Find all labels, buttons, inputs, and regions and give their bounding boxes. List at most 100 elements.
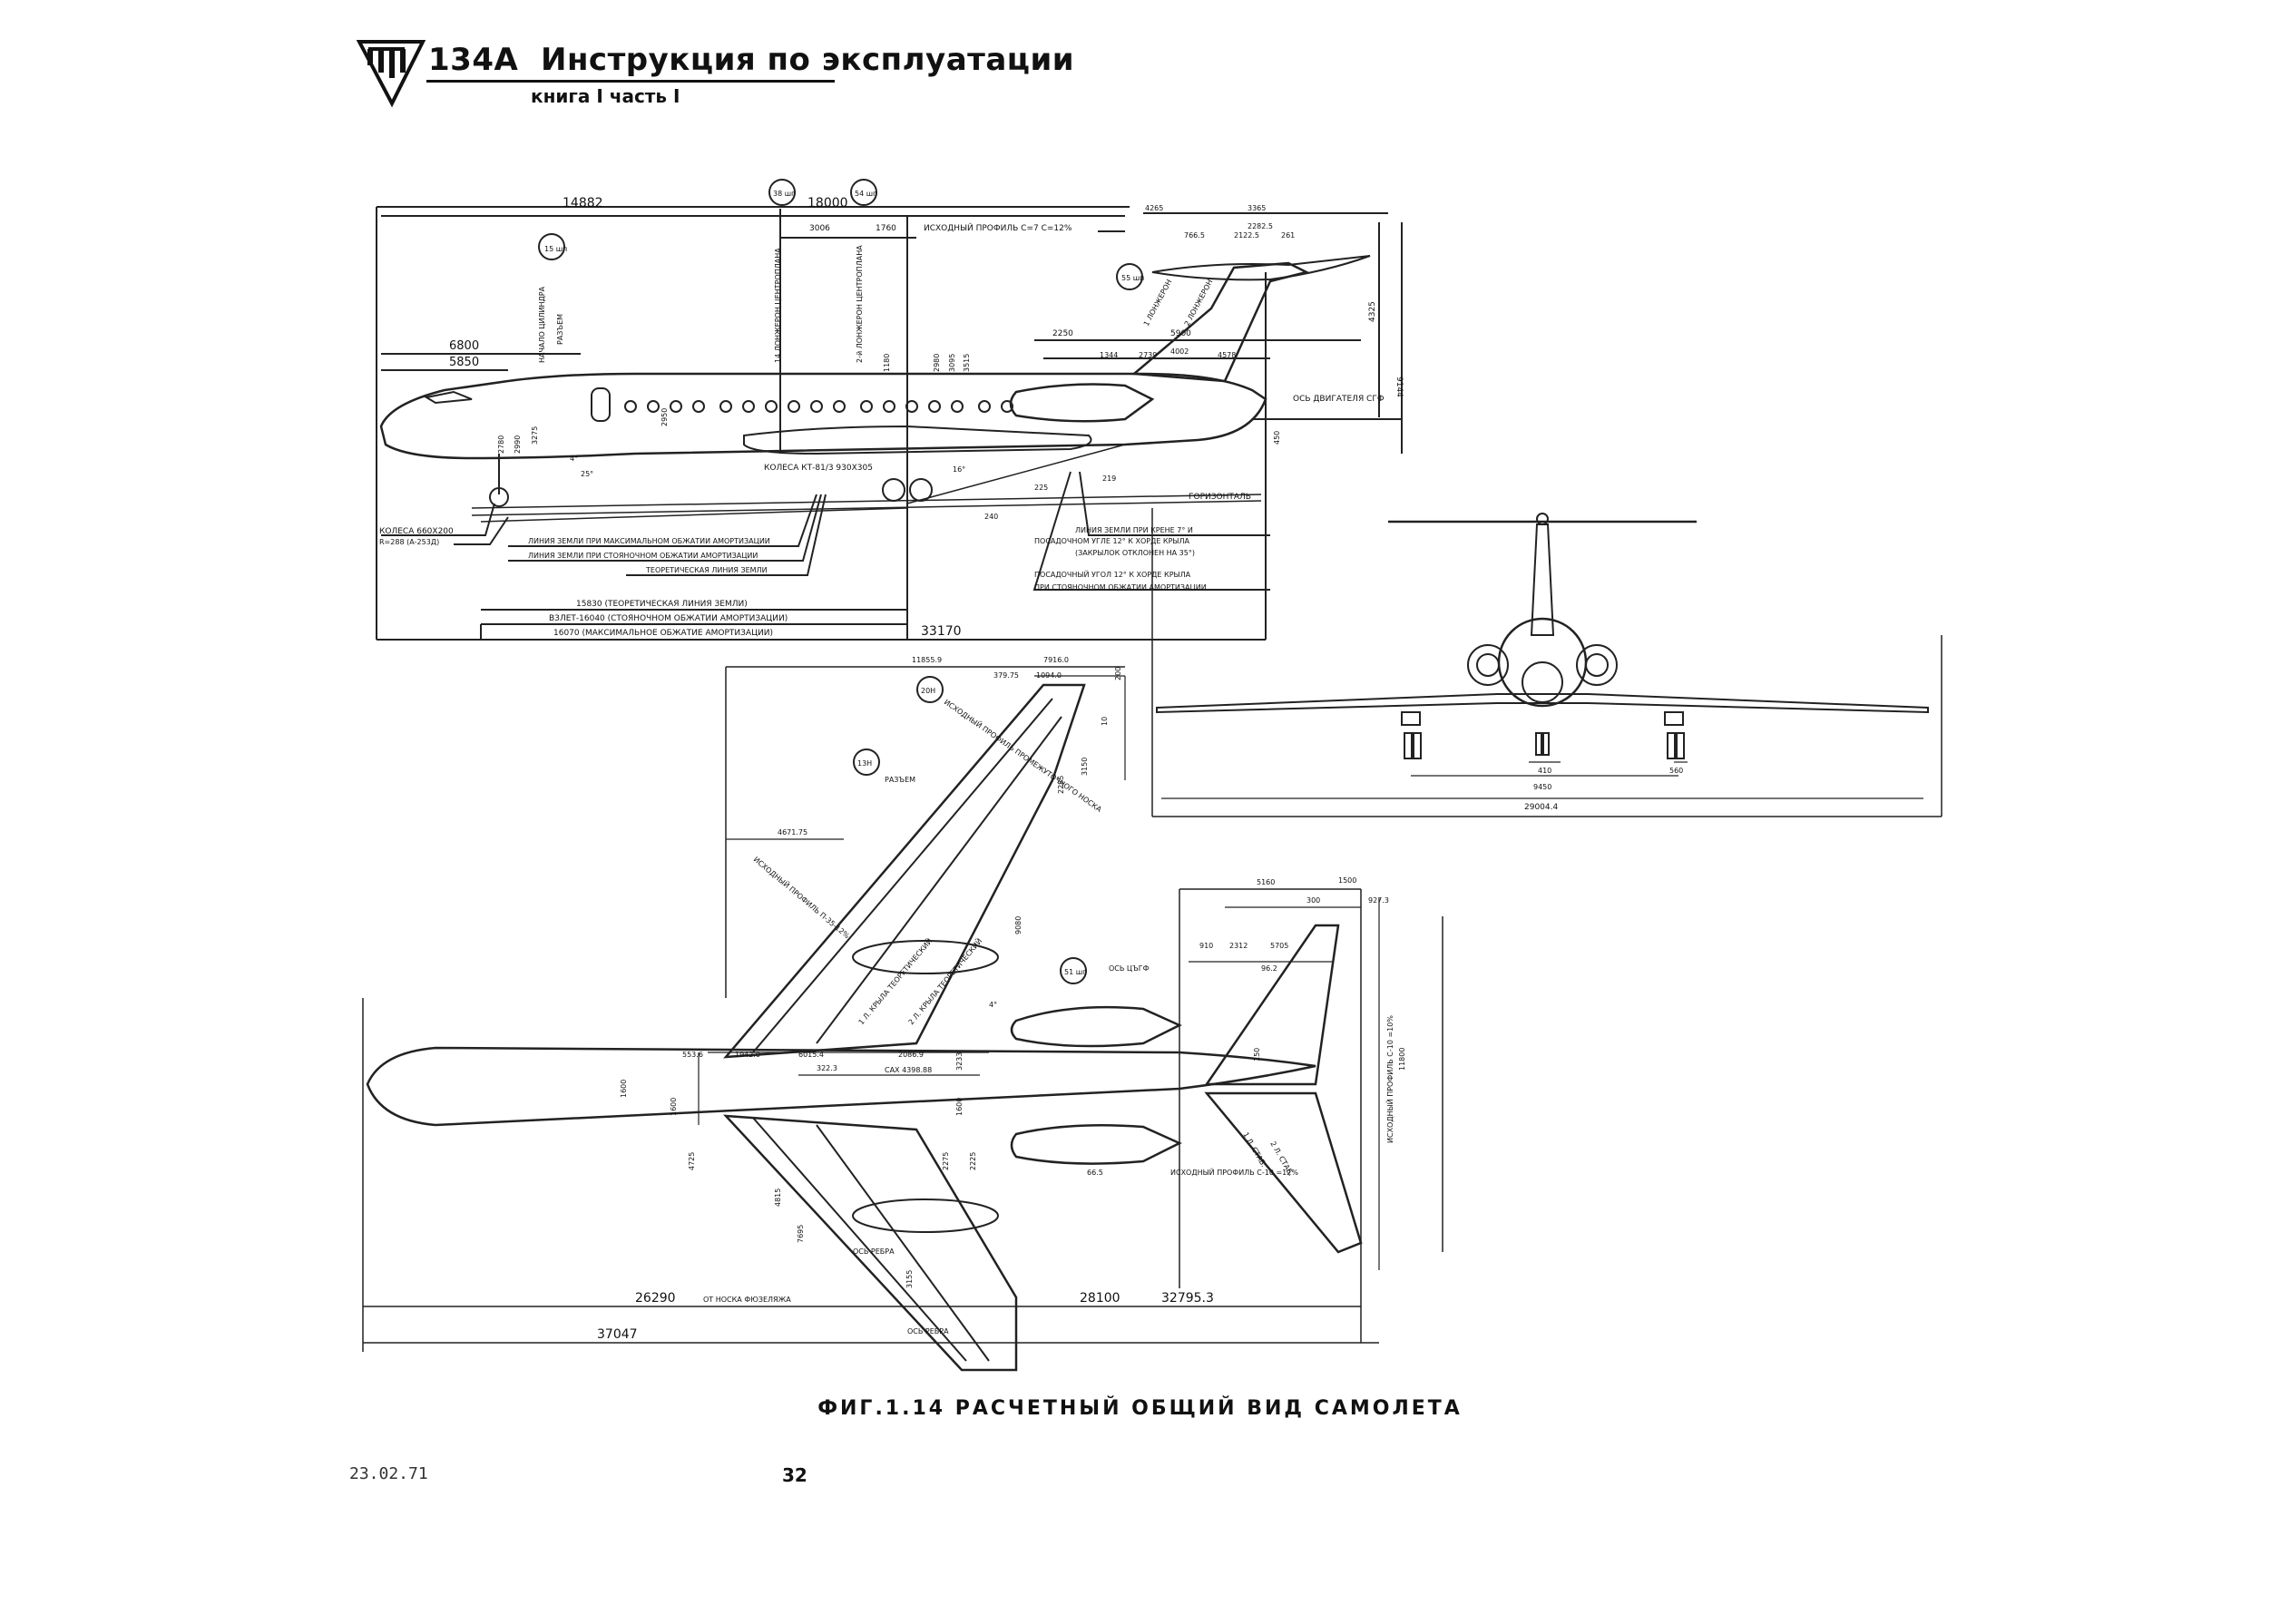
dim-3365: 3365 (1248, 204, 1266, 212)
dim-225: 225 (1034, 484, 1048, 492)
dim-2122: 2122.5 (1234, 231, 1259, 240)
dim-6015: 6015.4 (798, 1051, 824, 1059)
ground-max-label: ЛИНИЯ ЗЕМЛИ ПРИ МАКСИМАЛЬНОМ ОБЖАТИИ АМО… (528, 537, 770, 545)
frame-38-label: 38 шп (773, 190, 796, 198)
dim-3515: 3515 (963, 354, 971, 372)
dim-1600-c: 1600 (955, 1098, 964, 1116)
stab-spar-1-label: 1 Л. СТАБ. (1241, 1131, 1267, 1169)
from-nose-label: ОТ НОСКА ФЮЗЕЛЯЖА (703, 1296, 791, 1304)
frame-54-label: 54 шп (855, 190, 877, 198)
dim-2312: 2312 (1229, 942, 1248, 950)
joint-label: РАЗЪЕМ (556, 314, 564, 345)
park-amort-label: ПРИ СТОЯНОЧНОМ ОБЖАТИИ АМОРТИЗАЦИИ (1034, 583, 1207, 592)
dim-37047: 37047 (597, 1327, 638, 1342)
dim-5900: 5900 (1170, 329, 1191, 338)
frame-15-label: 15 шп (544, 245, 567, 253)
front-view (1151, 508, 1942, 817)
dim-1344: 1344 (1100, 351, 1118, 359)
dim-2282: 2282.5 (1248, 222, 1273, 230)
dim-6800: 6800 (449, 339, 479, 353)
model-number: 134A (428, 42, 519, 78)
dim-322: 322.3 (817, 1064, 837, 1072)
dim-7916: 7916.0 (1043, 656, 1069, 664)
horizontal-label: ГОРИЗОНТАЛЬ (1189, 493, 1251, 502)
dim-1942: 1942.0 (735, 1051, 760, 1059)
dim-4002: 4002 (1170, 347, 1189, 356)
front-view-labels: 410 560 9450 29004.4 (1524, 767, 1683, 812)
header-rule (426, 80, 835, 83)
dim-26290: 26290 (635, 1291, 676, 1306)
dim-4671: 4671.75 (778, 828, 807, 836)
dim-4578: 4578 (1218, 351, 1236, 359)
cylinder-start-label: НАЧАЛО ЦИЛИНДРА (538, 286, 546, 363)
dim-2950: 2950 (661, 408, 669, 426)
page-number: 32 (782, 1464, 807, 1486)
dim-span: 29004.4 (1524, 803, 1558, 812)
dim-2739: 2739 (1139, 351, 1157, 359)
ground-park-label: ЛИНИЯ ЗЕМЛИ ПРИ СТОЯНОЧНОМ ОБЖАТИИ АМОРТ… (528, 552, 758, 560)
ground-theor-label: ТЕОРЕТИЧЕСКАЯ ЛИНИЯ ЗЕМЛИ (645, 566, 768, 574)
dim-410: 410 (1538, 767, 1551, 775)
dim-1760: 1760 (876, 224, 896, 233)
dim-18000: 18000 (807, 196, 848, 210)
dim-4325: 4325 (1368, 301, 1377, 322)
dim-553: 553.6 (682, 1051, 703, 1059)
dim-16070: 16070 (МАКСИМАЛЬНОЕ ОБЖАТИЕ АМОРТИЗАЦИИ) (553, 629, 773, 638)
dim-927: 927.3 (1368, 896, 1389, 905)
dim-5160: 5160 (1257, 878, 1275, 886)
dim-261: 261 (1281, 231, 1295, 240)
dim-150: 150 (1253, 1048, 1261, 1061)
dim-3006: 3006 (809, 224, 830, 233)
dim-3275: 3275 (531, 426, 539, 445)
dim-28100: 28100 (1080, 1291, 1120, 1306)
dim-2285: 2285 (1057, 776, 1065, 794)
dim-2990: 2990 (514, 435, 522, 454)
dim-2086: 2086.9 (898, 1051, 924, 1059)
dim-9080: 9080 (1014, 916, 1023, 934)
dim-4725: 4725 (688, 1152, 696, 1170)
dim-1600-a: 1600 (620, 1080, 628, 1098)
spar-24-label: 2-й ЛОНЖЕРОН ЦЕНТРОПЛАНА (856, 245, 864, 363)
dim-2275: 2275 (942, 1152, 950, 1170)
side-view-labels: 14882 18000 3006 1760 6800 5850 33170 15… (379, 190, 1404, 639)
profile-root-label: ИСХОДНЫЙ ПРОФИЛЬ П-35-12% (752, 854, 853, 940)
side-view (376, 206, 1403, 641)
angle-25-label: 25° (581, 470, 593, 478)
flaps-label: (ЗАКРЫЛОК ОТКЛОНЕН НА 35°) (1075, 549, 1195, 557)
issue-date: 23.02.71 (349, 1464, 428, 1483)
tupolev-logo (356, 40, 426, 108)
spar-14-label: 14 ЛОНЖЕРОН ЦЕНТРОПЛАНА (774, 248, 782, 363)
dim-560: 560 (1669, 767, 1683, 775)
dim-15830: 15830 (ТЕОРЕТИЧЕСКАЯ ЛИНИЯ ЗЕМЛИ) (576, 600, 748, 609)
frame-20-label: 20Н (921, 687, 935, 695)
dim-14882: 14882 (563, 196, 603, 210)
mac-label: САХ 4398.88 (885, 1066, 932, 1074)
dim-2780: 2780 (497, 435, 505, 454)
profile-mid-label: ИСХОДНЫЙ ПРОФИЛЬ ПРОМЕЖУТОЧНОГО НОСКА (943, 697, 1104, 815)
main-wheels-label: КОЛЕСА КТ-81/3 930Х305 (764, 464, 873, 473)
dim-219: 219 (1102, 474, 1116, 483)
dim-3095: 3095 (948, 354, 956, 372)
bank-line-label: ЛИНИЯ ЗЕМЛИ ПРИ КРЕНЕ 7° И (1075, 526, 1193, 534)
keel-spar-1-label: 1 ЛОНЖЕРОН (1142, 279, 1174, 328)
frame-13-label: 13Н (857, 759, 872, 768)
plan-view (362, 666, 1443, 1372)
dim-1094: 1094.0 (1036, 671, 1062, 680)
dim-300: 300 (1306, 896, 1320, 905)
dim-240: 240 (984, 513, 998, 521)
axis-cgf-label: ОСЬ ЦЪГФ (1109, 964, 1150, 973)
dim-16040: ВЗЛЕТ-16040 (СТОЯНОЧНОМ ОБЖАТИИ АМОРТИЗА… (549, 614, 788, 623)
dim-96: 96.2 (1261, 964, 1277, 973)
dim-11855: 11855.9 (912, 656, 942, 664)
manual-header: 134A Инструкция по эксплуатации (428, 42, 1074, 78)
dim-5705: 5705 (1270, 942, 1288, 950)
dim-4815: 4815 (774, 1189, 782, 1207)
dim-200: 200 (1114, 667, 1122, 680)
dim-3155: 3155 (905, 1270, 914, 1288)
joint-plan-label: РАЗЪЕМ (885, 776, 915, 784)
dim-766: 766.5 (1184, 231, 1205, 240)
dim-450: 450 (1273, 431, 1281, 445)
figure-caption: ФИГ.1.14 РАСЧЕТНЫЙ ОБЩИЙ ВИД САМОЛЕТА (817, 1397, 1463, 1420)
engine-axis-label: ОСЬ ДВИГАТЕЛЯ СГФ (1293, 395, 1385, 404)
